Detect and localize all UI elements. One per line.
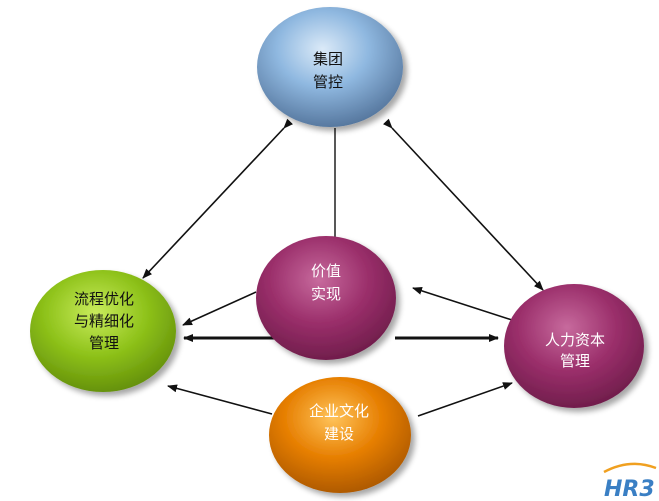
arrow-group-control-to-human-capital: [382, 118, 544, 291]
arrow-human-capital-to-value: [412, 286, 513, 321]
logo-swoosh-icon: [603, 462, 657, 474]
arrow-group-control-to-process: [142, 118, 294, 279]
node-group-control-line1: 集团: [313, 50, 343, 68]
node-group-control: 集团 管控: [257, 7, 403, 127]
arrow-culture-to-human-capital: [417, 382, 513, 417]
node-value-realization-line1: 价值: [311, 262, 341, 280]
node-corporate-culture-line2: 建设: [324, 425, 354, 443]
node-process-optimization: 流程优化 与精细化 管理: [30, 270, 176, 392]
node-process-optimization-line2: 与精细化: [74, 312, 134, 330]
hr3-logo: HR3: [603, 462, 657, 501]
node-value-realization-line2: 实现: [311, 285, 341, 303]
node-group-control-line2: 管控: [313, 73, 343, 91]
node-corporate-culture-line1: 企业文化: [309, 402, 369, 420]
node-human-capital: 人力资本 管理: [504, 284, 644, 408]
node-human-capital-line1: 人力资本: [545, 331, 605, 349]
node-human-capital-line2: 管理: [560, 352, 590, 370]
node-process-optimization-line1: 流程优化: [74, 290, 134, 308]
logo-text: HR3: [604, 477, 655, 501]
connectors: [142, 118, 544, 417]
arrow-value-to-process: [182, 291, 257, 326]
node-process-optimization-line3: 管理: [89, 334, 119, 352]
node-corporate-culture: 企业文化 建设: [269, 377, 411, 493]
node-value-realization: 价值 实现: [256, 236, 396, 360]
arrow-culture-to-process: [167, 384, 273, 415]
